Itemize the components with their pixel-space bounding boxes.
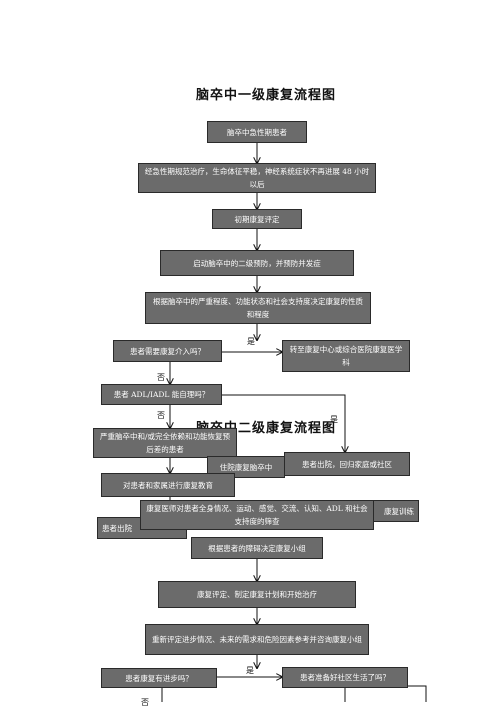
node-adl-self-care: 患者 ADL/IADL 能自理吗？ — [101, 384, 222, 405]
node-acute-treatment: 经急性期规范治疗，生命体征平稳，神经系统症状不再进展 48 小时以后 — [138, 163, 376, 193]
node-community-ready: 患者准备好社区生活了吗？ — [282, 667, 408, 688]
edge-label-yes-need: 是 — [247, 337, 255, 346]
edge-label-yes-adl: 是 — [330, 415, 338, 424]
edge-label-no-progress: 否 — [141, 698, 149, 707]
node-initial-assessment: 初期康复评定 — [212, 209, 302, 229]
node-plan-treatment: 康复评定、制定康复计划和开始治疗 — [158, 581, 356, 608]
node-need-rehab: 患者需要康复介入吗？ — [113, 340, 222, 362]
node-discharge-home: 患者出院，回归家庭或社区 — [284, 452, 410, 476]
node-transfer-center: 转至康复中心或综合医院康复医学科 — [282, 340, 410, 372]
node-secondary-prevention: 启动脑卒中的二级预防，并预防并发症 — [160, 250, 354, 276]
node-full-assessment: 康复医师对患者全身情况、运动、感觉、交流、认知、ADL 和社会支持度的筛查 — [140, 500, 374, 530]
node-decide-team: 根据患者的障碍决定康复小组 — [191, 537, 323, 559]
edge-label-no-adl: 否 — [157, 411, 165, 420]
node-admitted-patient: 住院康复脑卒中 — [207, 456, 285, 478]
node-acute-patient: 脑卒中急性期患者 — [207, 121, 307, 143]
node-decide-rehab: 根据脑卒中的严重程度、功能状态和社会支持度决定康复的性质和程度 — [145, 292, 371, 324]
node-family-education: 对患者和家属进行康复教育 — [101, 473, 235, 497]
node-progress-check: 患者康复有进步吗？ — [101, 668, 217, 688]
node-reassess: 重新评定进步情况、未来的需求和危险因素参考并咨询康复小组 — [145, 624, 369, 655]
node-severe-dependence: 严重脑卒中和/或完全依赖和功能恢复预后差的患者 — [93, 428, 237, 458]
arrow-adl-to-discharge — [222, 394, 345, 452]
edge-label-yes-progress: 是 — [246, 666, 254, 675]
flowchart-title-level1: 脑卒中一级康复流程图 — [196, 88, 337, 103]
edge-label-no-need: 否 — [157, 373, 165, 382]
line-community-right — [408, 685, 427, 702]
